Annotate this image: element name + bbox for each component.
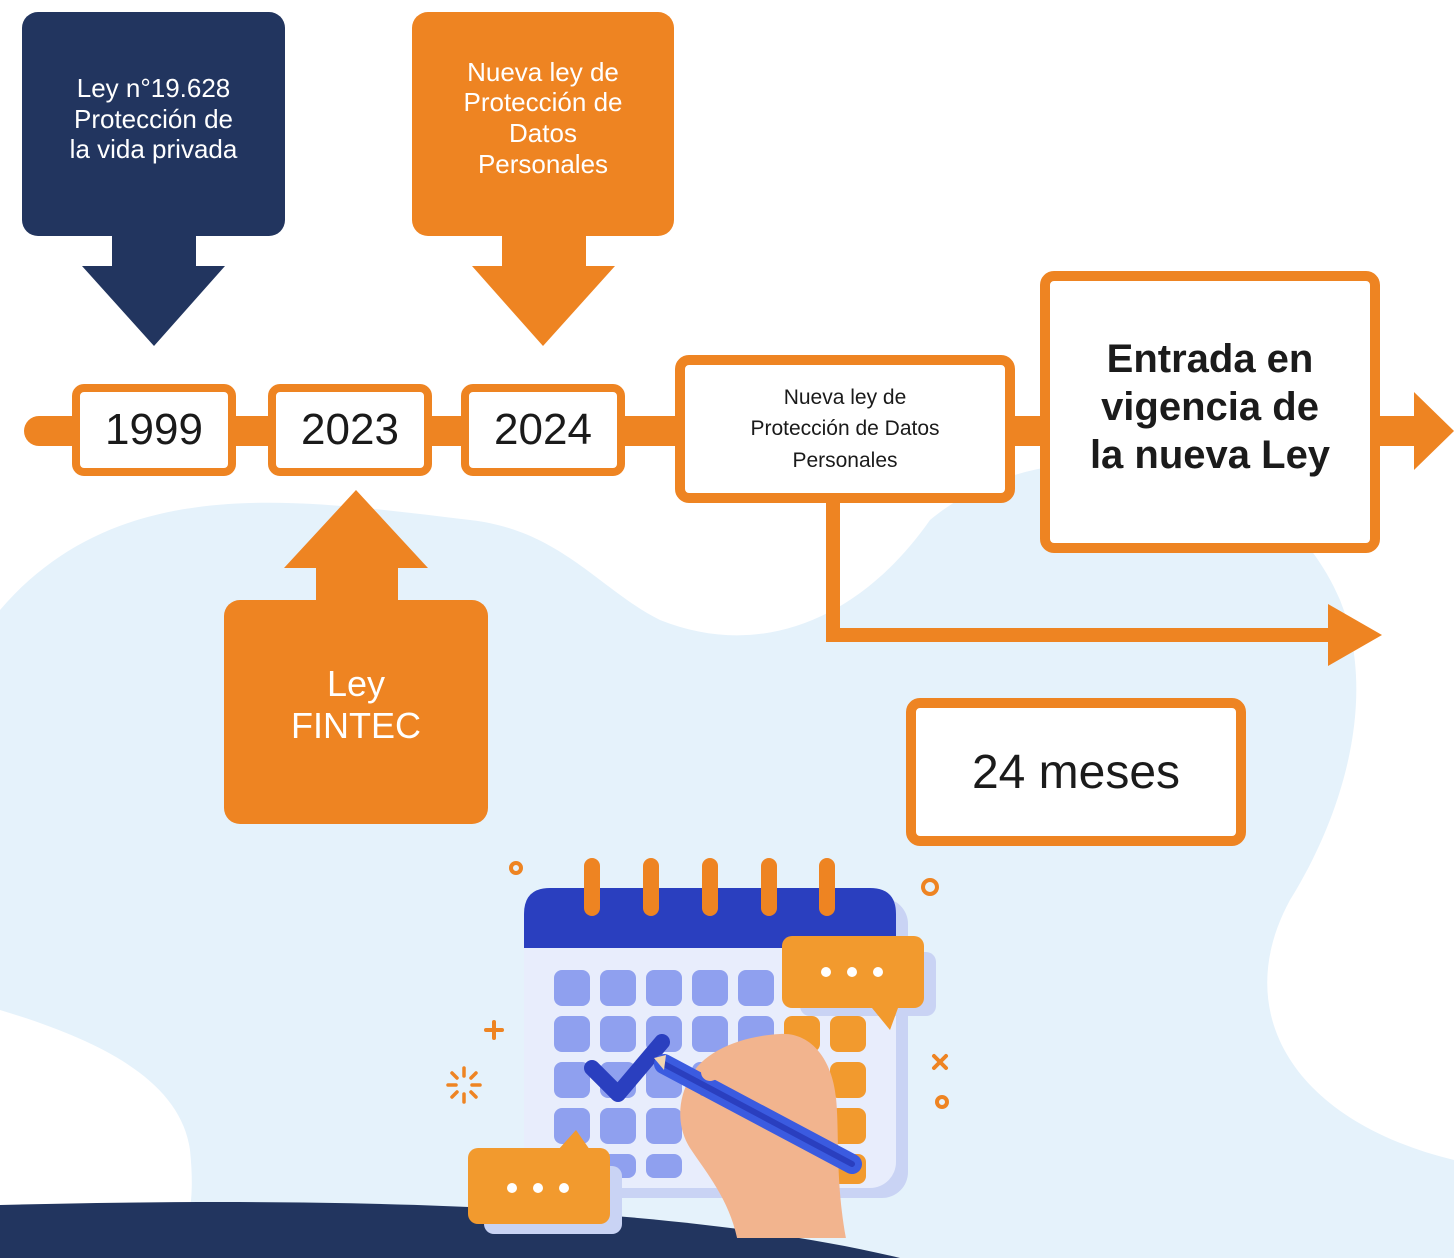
duration-box: 24 meses	[906, 698, 1246, 846]
callout-nueva-ley-line1: Nueva ley de	[467, 56, 619, 87]
deco-circle-icon	[935, 1095, 949, 1109]
callout-nueva-ley: Nueva ley de Protección de Datos Persona…	[412, 12, 674, 236]
year-box-2023: 2023	[268, 384, 432, 476]
callout-ley-19628: Ley n°19.628 Protección de la vida priva…	[22, 12, 285, 236]
branch-arrowhead	[1328, 604, 1382, 666]
down-arrow-1999	[82, 230, 225, 346]
callout-ley-19628-line2: Protección de	[74, 103, 233, 134]
down-arrow-2024	[472, 230, 615, 346]
year-2024: 2024	[494, 405, 592, 454]
year-2023: 2023	[301, 405, 399, 454]
white-wave	[0, 1010, 192, 1258]
navy-footer-band	[0, 1202, 900, 1258]
nueva-ley-box-line2: Protección de Datos	[750, 417, 940, 441]
callout-ley-fintec-line2: FINTEC	[291, 705, 421, 746]
callout-nueva-ley-line4: Personales	[477, 148, 609, 179]
entrada-line2: vigencia de	[1101, 385, 1319, 429]
callout-ley-fintec-line1: Ley	[326, 662, 386, 704]
year-box-1999: 1999	[72, 384, 236, 476]
check-icon	[584, 1034, 670, 1102]
x-icon	[932, 1054, 948, 1070]
branch-horizontal-line	[826, 628, 1346, 642]
year-1999: 1999	[105, 405, 203, 454]
up-arrow-2023	[284, 490, 428, 610]
deco-circle-icon	[509, 861, 523, 875]
sparkle-icon	[446, 1066, 482, 1104]
calendar-illustration	[446, 858, 949, 1238]
chat-bubble-icon	[468, 1130, 622, 1234]
callout-ley-19628-line1: Ley n°19.628	[76, 72, 231, 103]
callout-nueva-ley-line2: Protección de	[463, 87, 623, 118]
year-box-2024: 2024	[461, 384, 625, 476]
branch-vertical-line	[826, 495, 840, 640]
entrada-vigencia-box: Entrada en vigencia de la nueva Ley	[1040, 271, 1380, 553]
nueva-ley-box-line3: Personales	[792, 448, 898, 472]
entrada-line3: la nueva Ley	[1089, 433, 1331, 477]
duration-label: 24 meses	[971, 745, 1181, 799]
timeline-end-arrowhead	[1414, 392, 1454, 470]
deco-circle-icon	[921, 878, 939, 896]
callout-ley-19628-line3: la vida privada	[69, 134, 238, 165]
plus-icon	[484, 1020, 504, 1040]
nueva-ley-box-line1: Nueva ley de	[783, 385, 907, 409]
entrada-line1: Entrada en	[1106, 337, 1314, 381]
nueva-ley-timeline-box: Nueva ley de Protección de Datos Persona…	[675, 355, 1015, 503]
callout-nueva-ley-line3: Datos	[509, 118, 577, 148]
chat-bubble-icon	[782, 936, 936, 1030]
callout-ley-fintec: Ley FINTEC	[224, 600, 488, 824]
